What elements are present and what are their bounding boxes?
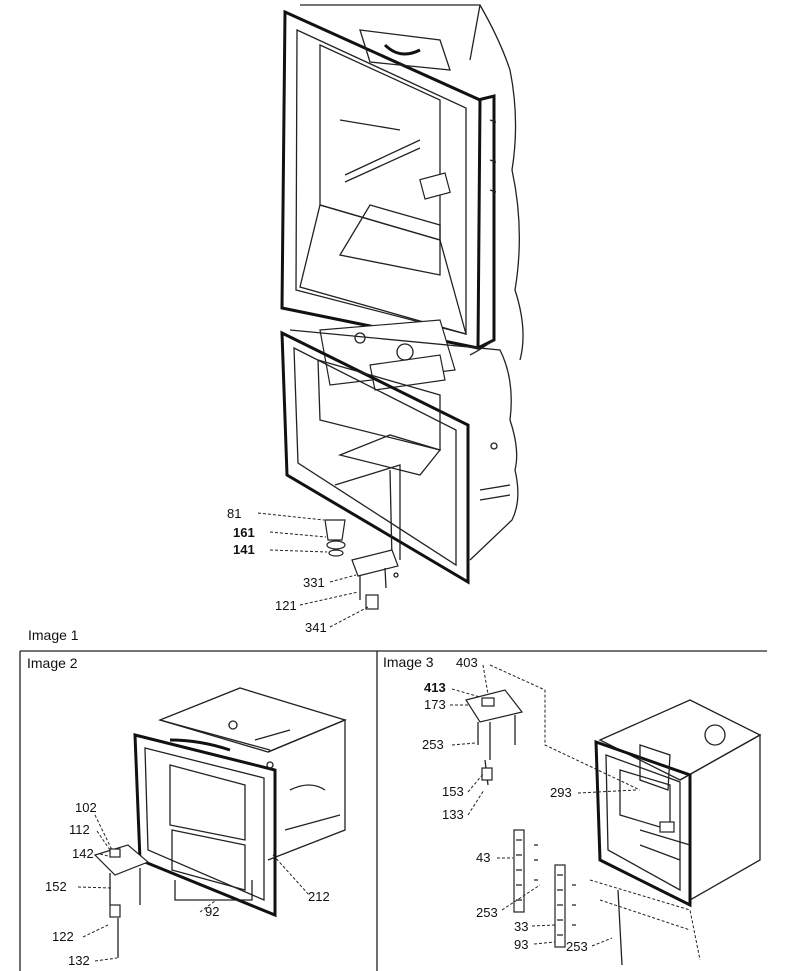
callout-label: 102 [75,800,97,815]
image2-title: Image 2 [27,655,78,671]
image1-drawing [280,4,524,361]
callout-label: 112 [69,822,90,837]
image3-drawing [465,664,762,966]
callout-label: 173 [424,697,446,712]
panel-frame [19,650,767,971]
callout-label: 81 [227,506,241,521]
image2-leaders [77,814,311,962]
callout-label: 153 [442,784,464,799]
callout-label: 133 [442,807,464,822]
callout-label: 121 [275,598,297,613]
image2-drawing [93,687,347,958]
image3-callouts: 403 413 173 253 153 133 293 43 253 33 93… [422,655,588,954]
callout-label: 43 [476,850,490,865]
callout-label: 253 [476,905,498,920]
callout-label: 212 [308,889,330,904]
callout-label: 33 [514,919,528,934]
image1-leaders [257,512,369,628]
callout-label: 253 [422,737,444,752]
image2-callouts: 102 112 142 152 122 132 92 212 [45,800,330,968]
callout-label: 132 [68,953,90,968]
callout-label: 403 [456,655,478,670]
image3-title: Image 3 [383,654,434,670]
image1-callouts: 81 161 141 331 121 341 [227,506,327,635]
callout-label: 93 [514,937,528,952]
callout-label: 331 [303,575,325,590]
callout-label: 141 [233,542,255,557]
callout-label: 161 [233,525,255,540]
callout-label: 92 [205,904,219,919]
callout-label: 122 [52,929,74,944]
callout-label: 293 [550,785,572,800]
image1-lower-drawing [280,319,519,610]
callout-label: 413 [424,680,446,695]
callout-label: 253 [566,939,588,954]
callout-label: 341 [305,620,327,635]
image3-leaders [450,664,637,947]
callout-label: 152 [45,879,67,894]
image1-title: Image 1 [28,627,79,643]
callout-label: 142 [72,846,94,861]
